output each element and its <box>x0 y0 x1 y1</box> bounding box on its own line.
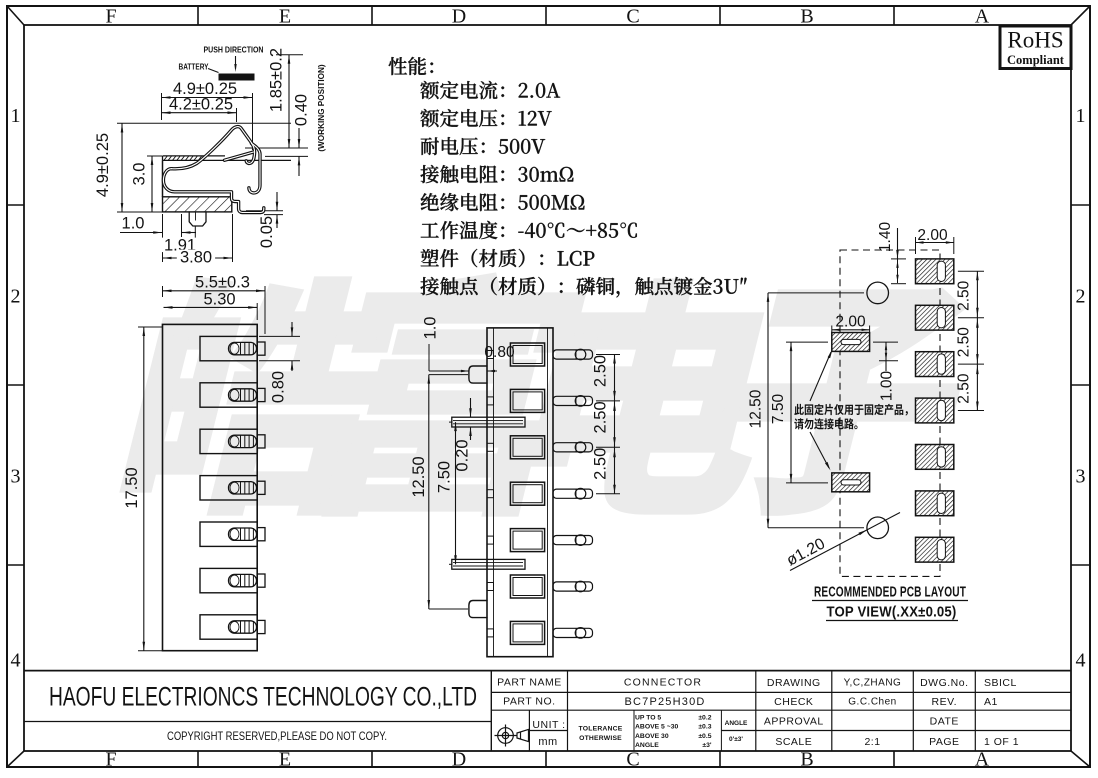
svg-text:F: F <box>105 749 116 771</box>
svg-text:4: 4 <box>1076 650 1086 672</box>
svg-text:C: C <box>626 6 639 28</box>
svg-text:E: E <box>279 6 291 28</box>
svg-text:4.9±0.25: 4.9±0.25 <box>173 80 237 98</box>
svg-text:1: 1 <box>1076 105 1086 127</box>
svg-text:17.50: 17.50 <box>123 467 141 508</box>
svg-text:1.00: 1.00 <box>879 371 896 402</box>
svg-text:DRAWING: DRAWING <box>767 677 821 689</box>
svg-text:4.9±0.25: 4.9±0.25 <box>94 133 112 197</box>
svg-text:3: 3 <box>1076 466 1086 488</box>
svg-text:PART NAME: PART NAME <box>497 677 562 689</box>
svg-text:PUSH DIRECTION: PUSH DIRECTION <box>204 45 264 55</box>
svg-text:PART NO.: PART NO. <box>503 696 555 708</box>
svg-text:3: 3 <box>11 466 21 488</box>
svg-text:0'±3': 0'±3' <box>729 736 743 743</box>
svg-text:0.20: 0.20 <box>454 439 472 471</box>
svg-text:5.5±0.3: 5.5±0.3 <box>195 274 250 292</box>
svg-text:±3': ±3' <box>702 742 712 749</box>
svg-text:CONNECTOR: CONNECTOR <box>624 677 702 689</box>
svg-text:REV.: REV. <box>932 696 958 708</box>
svg-text:BATTERY: BATTERY <box>179 62 209 72</box>
svg-text:2.50: 2.50 <box>592 355 610 387</box>
svg-text:2: 2 <box>11 286 21 308</box>
svg-text:D: D <box>452 749 466 771</box>
svg-text:SBICL: SBICL <box>984 677 1017 689</box>
svg-text:CHECK: CHECK <box>774 696 813 708</box>
svg-text:C: C <box>626 749 639 771</box>
svg-text:2.50: 2.50 <box>956 327 973 358</box>
svg-text:APPROVAL: APPROVAL <box>764 716 824 728</box>
svg-text:Compliant: Compliant <box>1007 53 1065 67</box>
svg-text:2.50: 2.50 <box>956 280 973 311</box>
svg-text:4.2±0.25: 4.2±0.25 <box>169 96 233 114</box>
svg-text:2:1: 2:1 <box>864 736 880 748</box>
svg-text:B: B <box>800 749 813 771</box>
svg-text:0.80: 0.80 <box>270 371 288 403</box>
svg-text:OTHERWISE: OTHERWISE <box>579 735 622 742</box>
svg-text:4: 4 <box>11 650 21 672</box>
svg-text:F: F <box>105 6 116 28</box>
svg-text:G.C.Chen: G.C.Chen <box>848 697 896 708</box>
svg-text:PAGE: PAGE <box>929 736 959 748</box>
svg-text:1.85±0.2: 1.85±0.2 <box>268 48 286 112</box>
svg-text:5.30: 5.30 <box>203 290 235 308</box>
svg-text:2: 2 <box>1076 286 1086 308</box>
svg-text:2.50: 2.50 <box>956 373 973 404</box>
svg-text:COPYRIGHT RESERVED,PLEASE DO N: COPYRIGHT RESERVED,PLEASE DO NOT COPY. <box>167 729 387 743</box>
svg-text:B: B <box>800 6 813 28</box>
svg-text:SCALE: SCALE <box>775 736 812 748</box>
svg-text:RECOMMENDED PCB LAYOUT: RECOMMENDED PCB LAYOUT <box>814 585 966 601</box>
svg-text:mm: mm <box>538 736 557 748</box>
svg-text:DATE: DATE <box>930 716 959 728</box>
svg-text:0.05: 0.05 <box>258 216 276 248</box>
svg-text:3.0: 3.0 <box>131 163 149 186</box>
svg-text:7.50: 7.50 <box>770 394 787 425</box>
svg-text:TOP VIEW(.XX±0.05): TOP VIEW(.XX±0.05) <box>827 605 957 621</box>
svg-text:7.50: 7.50 <box>436 461 454 493</box>
svg-text:1.40: 1.40 <box>877 222 894 253</box>
svg-text:2.00: 2.00 <box>835 314 866 331</box>
svg-text:2.00: 2.00 <box>917 227 948 244</box>
svg-text:ø1.20: ø1.20 <box>784 535 828 569</box>
svg-text:±0.3: ±0.3 <box>698 724 711 731</box>
svg-text:3.80: 3.80 <box>180 249 212 267</box>
svg-text:±0.2: ±0.2 <box>698 715 711 722</box>
svg-text:2.50: 2.50 <box>592 448 610 480</box>
svg-text:12.50: 12.50 <box>410 456 428 497</box>
svg-text:ANGLE: ANGLE <box>725 720 748 727</box>
svg-text:1.0: 1.0 <box>122 215 145 233</box>
svg-text:ABOVE 30: ABOVE 30 <box>635 733 669 740</box>
svg-text:D: D <box>452 6 466 28</box>
svg-text:A: A <box>975 749 990 771</box>
svg-text:E: E <box>279 749 291 771</box>
svg-text:0.40: 0.40 <box>293 94 311 126</box>
svg-text:1.0: 1.0 <box>422 317 440 340</box>
svg-text:ANGLE: ANGLE <box>635 742 659 749</box>
svg-text:2.50: 2.50 <box>592 401 610 433</box>
svg-text:(WORKING POSITION): (WORKING POSITION) <box>317 64 326 152</box>
svg-text:12.50: 12.50 <box>748 389 765 428</box>
svg-text:1 OF 1: 1 OF 1 <box>984 736 1019 748</box>
svg-text:RoHS: RoHS <box>1007 28 1063 53</box>
svg-text:0.80: 0.80 <box>484 344 515 361</box>
svg-text:BC7P25H30D: BC7P25H30D <box>624 696 705 708</box>
svg-text:Y,C,ZHANG: Y,C,ZHANG <box>844 678 902 689</box>
svg-text:A: A <box>975 6 990 28</box>
svg-text:±0.5: ±0.5 <box>698 733 711 740</box>
svg-text:UNIT :: UNIT : <box>532 719 565 731</box>
svg-text:UP TO 5: UP TO 5 <box>635 715 661 722</box>
svg-text:DWG.No.: DWG.No. <box>920 677 968 689</box>
svg-text:HAOFU ELECTRIONCS TECHNOLOGY C: HAOFU ELECTRIONCS TECHNOLOGY CO.,LTD <box>49 682 477 712</box>
svg-text:1: 1 <box>11 105 21 127</box>
svg-text:ABOVE 5 ~30: ABOVE 5 ~30 <box>635 724 678 731</box>
svg-text:A1: A1 <box>984 696 998 708</box>
svg-text:TOLERANCE: TOLERANCE <box>579 726 623 733</box>
